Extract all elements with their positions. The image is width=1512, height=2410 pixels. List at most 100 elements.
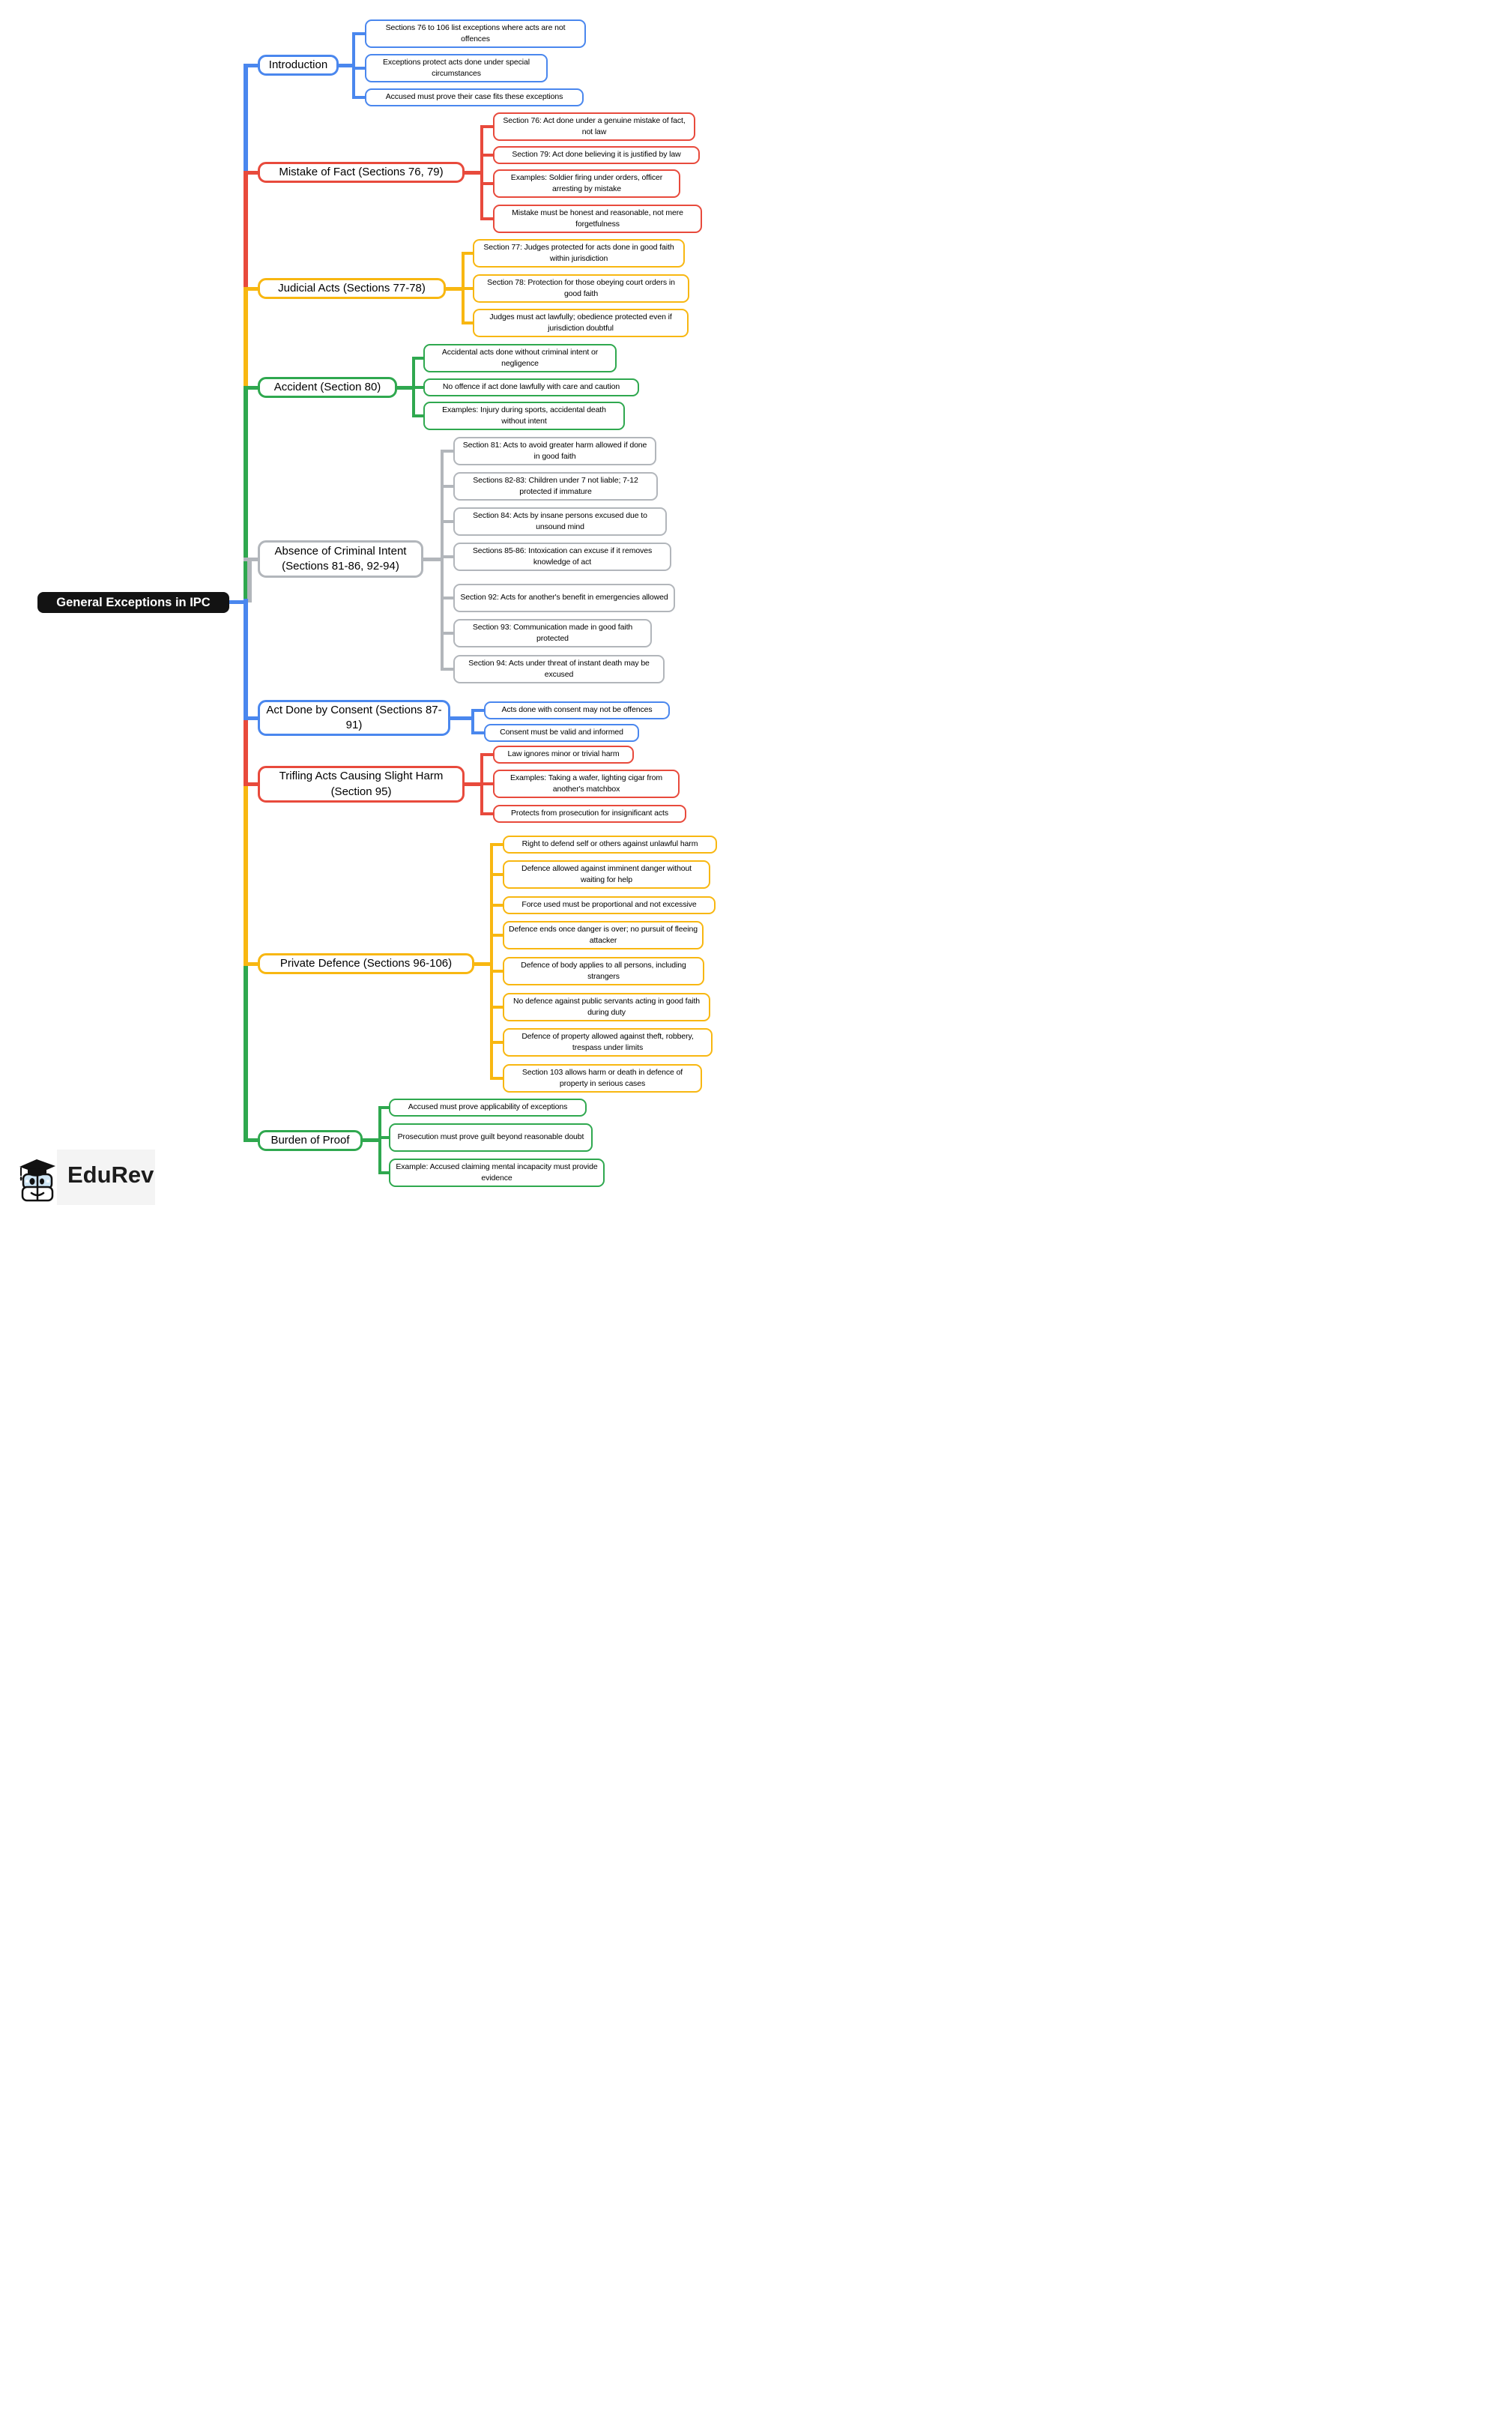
connector-child-absence-of-criminal-0 [441,450,453,453]
connector-branch-absence-of-criminal [423,558,444,561]
branch-node-judicial-acts-sections: Judicial Acts (Sections 77-78) [258,278,446,299]
child-node-absence-of-criminal-5: Section 93: Communication made in good f… [453,619,652,647]
connector-child-introduction-1 [352,67,365,70]
connector-child-private-defence-sections-2 [490,904,503,907]
branch-node-private-defence-sections: Private Defence (Sections 96-106) [258,953,474,974]
connector-child-absence-of-criminal-2 [441,520,453,523]
connector-child-judicial-acts-sections-2 [462,321,473,324]
elbow-act-done-by [471,709,474,734]
connector-child-absence-of-criminal-4 [441,597,453,600]
connector-child-private-defence-sections-1 [490,873,503,876]
root-connector [229,600,248,604]
child-node-trifling-acts-causing-2: Protects from prosecution for insignific… [493,805,686,823]
branch-node-accident-section-80: Accident (Section 80) [258,377,397,398]
connector-branch-burden-of-proof [363,1138,381,1142]
connector-trunk-mistake-of-fact [244,171,261,175]
edurev-mascot-icon [19,1159,55,1202]
connector-child-absence-of-criminal-5 [441,632,453,635]
connector-child-mistake-of-fact-1 [480,154,493,157]
connector-child-private-defence-sections-4 [490,970,503,973]
connector-child-private-defence-sections-5 [490,1006,503,1009]
child-node-private-defence-sections-2: Force used must be proportional and not … [503,896,716,914]
connector-branch-accident-section-80 [397,386,415,390]
child-node-act-done-by-1: Consent must be valid and informed [484,724,639,742]
edurev-wordmark: EduRev [67,1162,154,1188]
connector-branch-trifling-acts-causing [465,782,483,786]
child-node-trifling-acts-causing-0: Law ignores minor or trivial harm [493,746,634,764]
branch-node-trifling-acts-causing: Trifling Acts Causing Slight Harm (Secti… [258,766,465,803]
branch-node-mistake-of-fact: Mistake of Fact (Sections 76, 79) [258,162,465,183]
child-node-introduction-2: Accused must prove their case fits these… [365,88,584,106]
connector-trunk-absence-of-criminal [244,558,261,561]
elbow-mistake-of-fact [480,125,483,220]
connector-trunk-trifling-acts-causing [244,782,261,786]
child-node-trifling-acts-causing-1: Examples: Taking a wafer, lighting cigar… [493,770,680,798]
child-node-burden-of-proof-2: Example: Accused claiming mental incapac… [389,1159,605,1187]
connector-trunk-private-defence-sections [244,962,261,966]
child-node-burden-of-proof-1: Prosecution must prove guilt beyond reas… [389,1123,593,1152]
branch-node-burden-of-proof: Burden of Proof [258,1130,363,1151]
connector-child-burden-of-proof-0 [378,1106,389,1109]
edurev-logo: EduRev [13,1145,201,1205]
connector-child-judicial-acts-sections-1 [462,287,473,290]
child-node-accident-section-80-0: Accidental acts done without criminal in… [423,344,617,372]
connector-child-private-defence-sections-7 [490,1077,503,1080]
branch-node-act-done-by: Act Done by Consent (Sections 87-91) [258,700,450,736]
child-node-introduction-0: Sections 76 to 106 list exceptions where… [365,19,586,48]
child-node-burden-of-proof-0: Accused must prove applicability of exce… [389,1099,587,1117]
connector-child-trifling-acts-causing-1 [480,782,493,785]
connector-child-act-done-by-1 [471,731,484,734]
child-node-judicial-acts-sections-1: Section 78: Protection for those obeying… [473,274,689,303]
child-node-accident-section-80-2: Examples: Injury during sports, accident… [423,402,625,430]
child-node-absence-of-criminal-2: Section 84: Acts by insane persons excus… [453,507,667,536]
connector-child-burden-of-proof-1 [378,1136,389,1139]
connector-branch-private-defence-sections [474,962,493,966]
connector-child-trifling-acts-causing-2 [480,812,493,815]
connector-child-private-defence-sections-6 [490,1041,503,1044]
child-node-judicial-acts-sections-0: Section 77: Judges protected for acts do… [473,239,685,268]
connector-child-burden-of-proof-2 [378,1171,389,1174]
connector-child-absence-of-criminal-1 [441,485,453,488]
child-node-absence-of-criminal-1: Sections 82-83: Children under 7 not lia… [453,472,658,501]
branch-node-absence-of-criminal: Absence of Criminal Intent (Sections 81-… [258,540,423,578]
trunk-segment-8 [244,962,248,1141]
connector-child-accident-section-80-2 [412,414,423,417]
child-node-private-defence-sections-3: Defence ends once danger is over; no pur… [503,921,704,949]
child-node-mistake-of-fact-0: Section 76: Act done under a genuine mis… [493,112,695,141]
child-node-mistake-of-fact-3: Mistake must be honest and reasonable, n… [493,205,702,233]
connector-child-trifling-acts-causing-0 [480,753,493,756]
branch-node-introduction: Introduction [258,55,339,76]
root-node: General Exceptions in IPC [37,592,229,613]
connector-child-absence-of-criminal-6 [441,668,453,671]
trunk-segment-1 [244,171,248,290]
connector-child-introduction-2 [352,96,365,99]
elbow-burden-of-proof [378,1106,381,1174]
trunk-segment-5 [244,599,248,719]
connector-trunk-introduction [244,64,261,67]
trunk-segment-7 [244,782,248,965]
child-node-private-defence-sections-1: Defence allowed against imminent danger … [503,860,710,889]
connector-trunk-accident-section-80 [244,386,261,390]
child-node-accident-section-80-1: No offence if act done lawfully with car… [423,378,639,396]
connector-branch-act-done-by [450,716,474,720]
child-node-absence-of-criminal-0: Section 81: Acts to avoid greater harm a… [453,437,656,465]
trunk-segment-6 [244,716,248,785]
connector-child-absence-of-criminal-3 [441,555,453,558]
child-node-mistake-of-fact-1: Section 79: Act done believing it is jus… [493,146,700,164]
child-node-private-defence-sections-4: Defence of body applies to all persons, … [503,957,704,985]
connector-child-mistake-of-fact-2 [480,182,493,185]
child-node-act-done-by-0: Acts done with consent may not be offenc… [484,701,670,719]
connector-trunk-judicial-acts-sections [244,287,261,291]
child-node-absence-of-criminal-6: Section 94: Acts under threat of instant… [453,655,665,683]
child-node-private-defence-sections-0: Right to defend self or others against u… [503,836,717,854]
elbow-introduction [352,32,355,99]
connector-trunk-act-done-by [244,716,261,720]
connector-branch-introduction [339,64,355,67]
child-node-mistake-of-fact-2: Examples: Soldier firing under orders, o… [493,169,680,198]
child-node-absence-of-criminal-4: Section 92: Acts for another's benefit i… [453,584,675,612]
elbow-private-defence-sections [490,843,493,1080]
connector-branch-mistake-of-fact [465,171,483,175]
elbow-absence-of-criminal [441,450,444,671]
child-node-private-defence-sections-7: Section 103 allows harm or death in defe… [503,1064,702,1093]
